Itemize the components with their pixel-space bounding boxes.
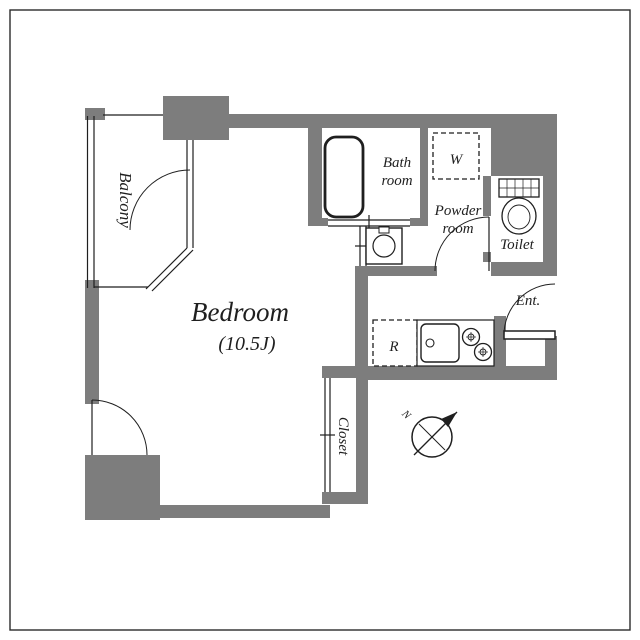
entrance-door-arc [503,283,556,336]
wall-bath-south-left [308,218,328,226]
toilet-icon [498,178,540,235]
wall-bath-left [308,128,322,226]
wall-bottom-right [368,366,557,380]
bath-label-line1: Bath [383,155,411,171]
refrigerator-label: R [388,339,398,355]
toilet-label: Toilet [500,237,534,253]
wall-powder-kitchen [355,266,437,276]
labels: Balcony Bedroom (10.5J) Bath room Powder… [116,152,540,456]
powder-door-arc [434,216,490,272]
washer-label: W [450,152,464,168]
windows [86,114,194,292]
wall-block-top-right [491,114,557,176]
stove-icon [461,327,493,362]
powder-label-line1: Powder [434,203,482,219]
wall-column-bottom-left [85,455,160,520]
closet-label: Closet [335,417,351,456]
wall-bottom [160,505,330,518]
fixtures [323,132,540,367]
balcony-door-arc [129,169,191,231]
wall-column-top-left [163,96,229,140]
walls [85,96,557,520]
wall-under-toilet [491,262,543,276]
wall-toilet-left-lower [483,252,491,262]
wall-closet-right [356,366,368,504]
powder-label-line2: room [442,221,473,237]
powder-sink-icon [365,226,403,265]
bedroom-size-label: (10.5J) [218,333,276,355]
entrance-label: Ent. [515,293,541,309]
balcony-label: Balcony [116,172,135,228]
bath-label-line2: room [381,173,412,189]
compass-icon: N [399,407,458,458]
bathtub-icon [323,135,365,219]
wall-bath-right [420,128,428,226]
doors [91,169,556,492]
window-corner-2 [151,249,194,292]
wall-stove-stub [494,316,506,368]
bedroom-door-arc [91,399,148,456]
wall-closet-bottom [322,492,368,504]
wall-bath-south-right [410,218,428,226]
wall-balcony-stub [85,108,105,120]
bedroom-label: Bedroom [191,297,289,327]
wall-right-upper [543,176,557,276]
compass-north-label: N [399,407,414,422]
wall-kitchen-left [355,266,368,366]
kitchen-counter-icon [416,319,495,367]
wall-toilet-left-upper [483,176,491,216]
entrance-door-leaf [503,330,556,340]
border-frame [9,9,631,631]
window-corner-1 [145,247,188,290]
wall-top [229,114,491,128]
wall-left [85,280,99,404]
washer-space-box [432,132,480,180]
kitchen-sink-icon [420,323,460,363]
